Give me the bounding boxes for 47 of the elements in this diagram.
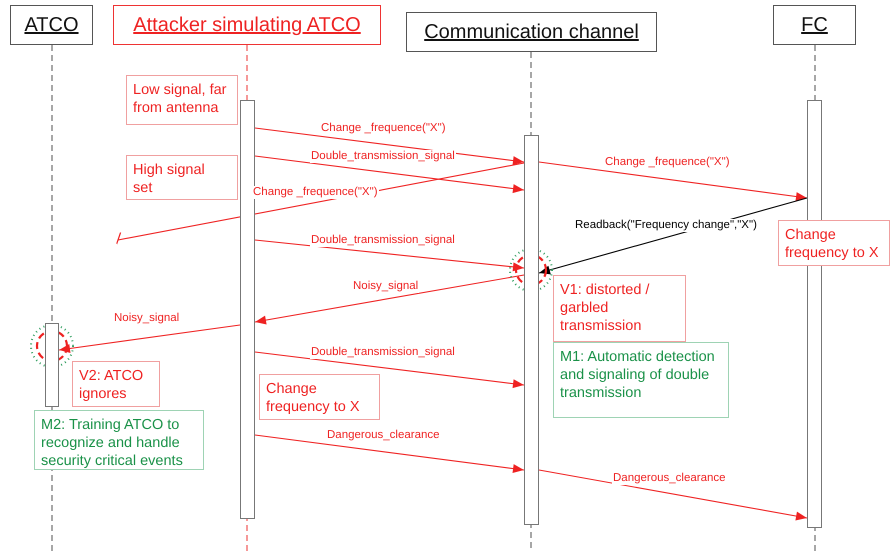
- note-text: High signal set: [133, 161, 206, 198]
- message-arrow: [254, 127, 524, 166]
- note-box: [72, 361, 160, 407]
- mitigation-box: [34, 410, 204, 470]
- message-arrow: [254, 434, 524, 474]
- edge-label: Change _frequence("X"): [252, 186, 379, 199]
- note-box: [259, 374, 380, 420]
- note-text: V2: ATCO ignores: [79, 367, 144, 404]
- message-arrow: [254, 274, 524, 325]
- note-box: [126, 75, 238, 125]
- activation-bar: [524, 135, 539, 525]
- lifeline-header: [113, 5, 381, 45]
- edge-label: Change _frequence("X"): [320, 122, 447, 135]
- edge-label: Noisy_signal: [352, 280, 420, 293]
- lifeline-header: [10, 5, 93, 45]
- edge-label: Double_transmission_signal: [310, 150, 456, 163]
- edge-label: Dangerous_clearance: [612, 472, 727, 485]
- note-box: [778, 220, 890, 266]
- message-arrow: [254, 239, 524, 272]
- message-arrow: [538, 161, 808, 201]
- note-text: Change frequency to X: [266, 380, 360, 416]
- message-arrow: [58, 324, 240, 353]
- note-text: FC: [801, 14, 828, 36]
- note-text: ATCO: [24, 14, 79, 36]
- message-arrow: [254, 155, 524, 194]
- edge-label: Double_transmission_signal: [310, 234, 456, 247]
- activation-bar: [240, 100, 255, 519]
- note-box: [553, 275, 686, 342]
- note-text: V1: distorted / garbled transmission: [560, 281, 650, 336]
- note-text: Low signal, far from antenna: [133, 81, 228, 118]
- edge-label: Readback("Frequency change","X"): [574, 219, 758, 232]
- edge-label: Double_transmission_signal: [310, 346, 456, 359]
- lifeline-header: [773, 5, 856, 45]
- note-text: M2: Training ATCO to recognize and handle security critical events: [41, 416, 184, 470]
- edge-label: Change _frequence("X"): [604, 156, 731, 169]
- note-text: Communication channel: [424, 20, 639, 44]
- note-box: [126, 155, 238, 200]
- message-arrow: [254, 351, 524, 388]
- edge-label: Noisy_signal: [113, 312, 180, 325]
- note-text: M1: Automatic detection and signaling of double transmission: [560, 348, 716, 402]
- note-text: Change frequency to X: [785, 226, 880, 262]
- mitigation-box: [553, 342, 729, 418]
- note-text: Attacker simulating ATCO: [133, 14, 361, 36]
- edge-label: Dangerous_clearance: [326, 429, 441, 442]
- activation-bar: [45, 323, 59, 407]
- lifeline-header: [406, 12, 657, 52]
- message-arrow: [538, 469, 808, 520]
